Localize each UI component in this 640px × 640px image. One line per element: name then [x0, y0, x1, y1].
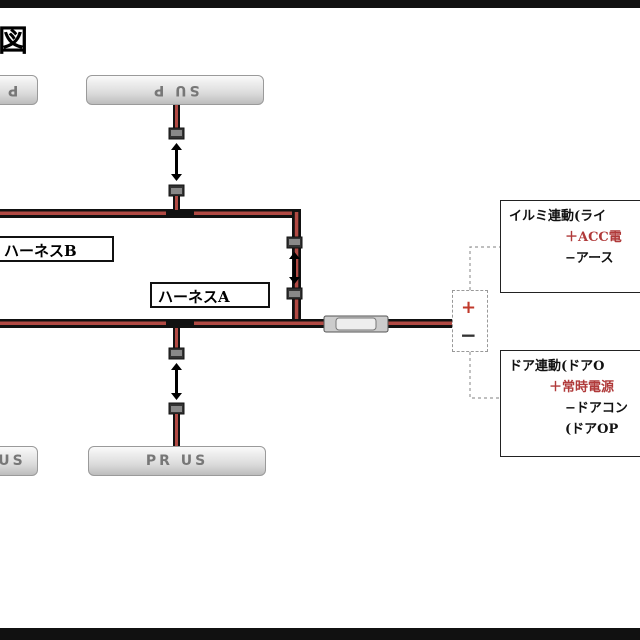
- diagram-title: 図: [0, 24, 29, 59]
- harness-b-label: ハーネスB: [0, 236, 114, 262]
- junction-top: [166, 209, 194, 218]
- junction-main: [166, 319, 194, 328]
- inline-fuse: [323, 315, 389, 333]
- illumination-plus: ＋ACC電: [565, 230, 622, 245]
- connector-right: [286, 236, 303, 300]
- door-info-box: ドア連動(ドアO ＋常時電源 −ドアコン (ドアOP: [500, 350, 640, 457]
- bottom-bar: [0, 628, 640, 640]
- minus-sign: −: [460, 323, 477, 347]
- lamp-top-left: P: [0, 75, 38, 105]
- terminal-plus-minus: + −: [452, 290, 488, 352]
- connector-bottom-center: [168, 328, 185, 446]
- wire-harness-b: [0, 209, 301, 327]
- branch-lines: [469, 246, 500, 399]
- harness-a-label: ハーネスA: [150, 282, 270, 308]
- lamp-top-center: SU P: [86, 75, 264, 105]
- illumination-title: イルミ連動(ライ: [509, 209, 607, 224]
- door-title: ドア連動(ドアO: [509, 359, 605, 374]
- illumination-minus: −アース: [565, 251, 614, 266]
- illumination-info-box: イルミ連動(ライ ＋ACC電 −アース: [500, 200, 640, 293]
- door-sub: (ドアOP: [565, 422, 619, 437]
- connector-top-center: [168, 104, 185, 210]
- lamp-bottom-center: PR US: [88, 446, 266, 476]
- door-plus: ＋常時電源: [549, 380, 615, 395]
- top-bar: [0, 0, 640, 8]
- door-minus: −ドアコン: [565, 401, 628, 416]
- plus-sign: +: [461, 297, 477, 318]
- lamp-bottom-left: US: [0, 446, 38, 476]
